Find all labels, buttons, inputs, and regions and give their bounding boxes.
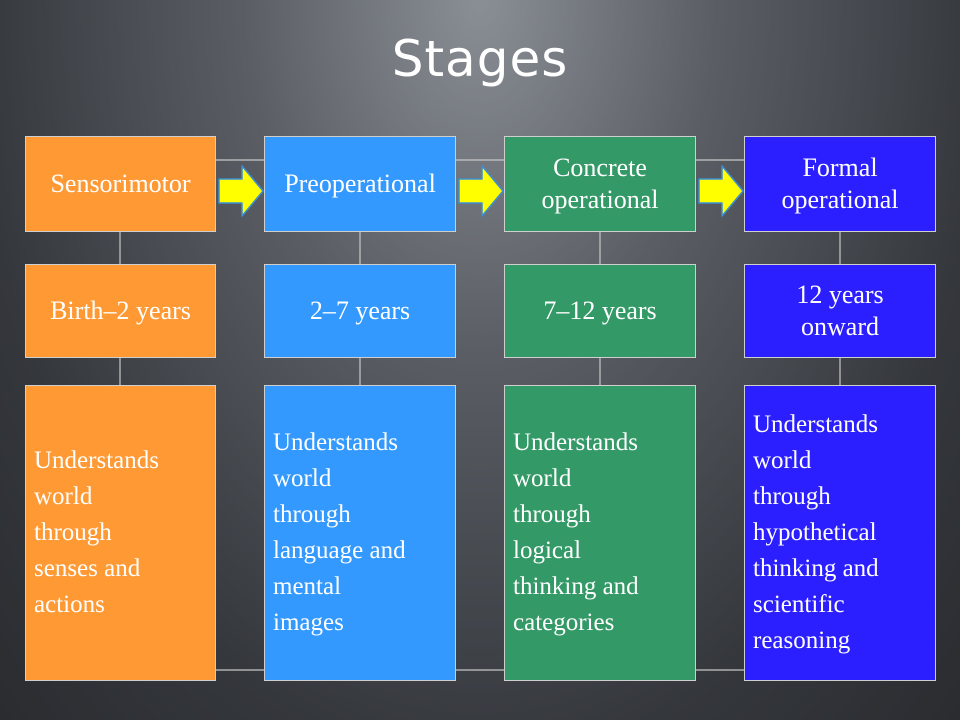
description-box-formal-operational: Understands world through hypothetical t… [744, 385, 936, 681]
stage-description: Understands world through hypothetical t… [753, 411, 879, 654]
stage-name: Preoperational [284, 169, 436, 198]
stage-age: 7–12 years [543, 296, 657, 325]
stage-description: Understands world through logical thinki… [513, 429, 639, 636]
stage-age: 2–7 years [309, 296, 411, 325]
age-box-formal-operational: 12 years onward [744, 264, 936, 358]
stage-box-sensorimotor: Sensorimotor [25, 136, 216, 232]
stage-name: Sensorimotor [50, 169, 191, 198]
stage-box-concrete-operational: Concrete operational [504, 136, 696, 232]
page-title: Stages [391, 30, 569, 88]
stage-description: Understands world through senses and act… [34, 447, 159, 618]
description-box-sensorimotor: Understands world through senses and act… [25, 385, 216, 681]
right-arrow-icon [698, 165, 744, 217]
stage-age: 12 years onward [796, 280, 884, 341]
description-box-preoperational: Understands world through language and m… [264, 385, 456, 681]
stage-age: Birth–2 years [50, 296, 191, 325]
stage-box-preoperational: Preoperational [264, 136, 456, 232]
age-box-preoperational: 2–7 years [264, 264, 456, 358]
stage-box-formal-operational: Formal operational [744, 136, 936, 232]
age-box-sensorimotor: Birth–2 years [25, 264, 216, 358]
description-box-concrete-operational: Understands world through logical thinki… [504, 385, 696, 681]
right-arrow-icon [218, 165, 264, 217]
stage-description: Understands world through language and m… [273, 429, 406, 636]
stage-name: Concrete operational [541, 153, 659, 214]
stage-name: Formal operational [781, 153, 899, 214]
right-arrow-icon [458, 165, 504, 217]
age-box-concrete-operational: 7–12 years [504, 264, 696, 358]
